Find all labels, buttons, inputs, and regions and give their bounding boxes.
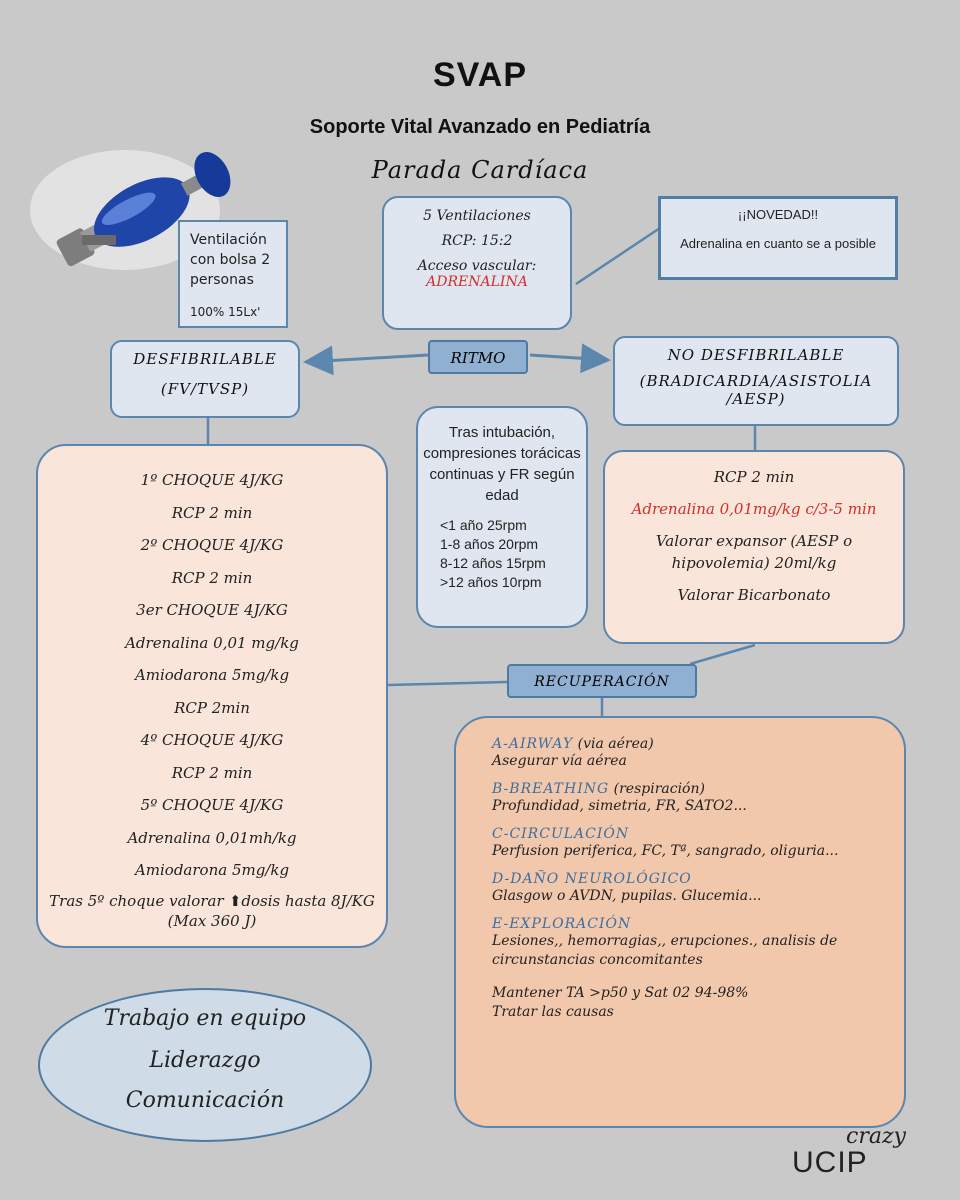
rate-item: >12 años 10rpm (440, 574, 542, 590)
abcde-text: Lesiones,, hemorragias,, erupciones., an… (492, 933, 838, 968)
drug-step: Amiodarona 5mg/kg (134, 666, 290, 684)
shockable-sequence: 1º CHOQUE 4J/KG RCP 2 min 2º CHOQUE 4J/KG R… (36, 444, 388, 948)
bag-valve-mask-icon (30, 150, 231, 270)
abcde-item: A-AIRWAY (via aérea)Asegurar vía aérea (492, 736, 884, 771)
shock-step: 4º CHOQUE 4J/KG (140, 731, 284, 749)
initial-step: Acceso vascular: (417, 258, 537, 274)
drug-step: Amiodarona 5mg/kg (134, 861, 290, 879)
recovery-tag: RECUPERACIÓN (507, 664, 697, 698)
rate-item: 8-12 años 15rpm (440, 555, 546, 571)
maintain-line: Mantener TA >p50 y Sat 02 94-98% (492, 985, 749, 1001)
drug-step: Adrenalina 0,01mh/kg (127, 828, 297, 847)
page-title: SVAP (432, 56, 528, 94)
shock-step: 3er CHOQUE 4J/KG (136, 601, 288, 619)
shock-step: RCP 2min (174, 698, 250, 717)
shockable-subtitle: (FV/TVSP) (160, 380, 250, 398)
initial-steps-box: 5 Ventilaciones RCP: 15:2 Acceso vascula… (382, 196, 572, 330)
brand-name: UCIP (792, 1146, 868, 1179)
shock-step: RCP 2 min (171, 503, 253, 522)
initial-drug: ADRENALINA (426, 274, 528, 290)
novedad-text: Adrenalina en cuanto se a posible (680, 236, 876, 251)
shock-step: 1º CHOQUE 4J/KG (140, 471, 284, 489)
page-subtitle: Soporte Vital Avanzado en Pediatría (309, 116, 651, 138)
shockable-title: DESFIBRILABLE (133, 350, 277, 368)
non-shockable-step: Valorar Bicarbonato (677, 586, 831, 604)
nonshock-to-recovery-connector (689, 643, 756, 666)
team-line: Trabajo en equipo (103, 1006, 307, 1031)
shockseq-to-recovery-connector (387, 680, 508, 687)
oxygen-flow: 100% 15Lx' (190, 305, 261, 319)
brand-script: crazy (846, 1124, 906, 1149)
novedad-title: ¡¡NOVEDAD!! (737, 207, 819, 222)
initial-step: RCP: 15:2 (441, 233, 513, 249)
scenario-heading: Parada Cardíaca (371, 156, 589, 184)
abcde-heading: E-EXPLORACIÓN (492, 916, 632, 932)
shock-step: 5º CHOQUE 4J/KG (140, 796, 284, 814)
abcde-item: B-BREATHING (respiración)Profundidad, si… (492, 781, 884, 816)
intubation-text: Tras intubación, compresiones torácicas … (423, 424, 581, 504)
shock-step: 2º CHOQUE 4J/KG (140, 536, 284, 554)
novedad-note: ¡¡NOVEDAD!! Adrenalina en cuanto se a po… (658, 196, 898, 280)
abcde-heading: D-DAÑO NEUROLÓGICO (492, 871, 692, 887)
abcde-text: Asegurar vía aérea (492, 753, 627, 769)
brand-logo: crazy UCIP (792, 1124, 912, 1180)
ritmo-to-nonshockable-arrow (529, 343, 611, 374)
ventilation-text: Ventilación con bolsa 2 personas (190, 232, 271, 288)
rate-item: 1-8 años 20rpm (440, 536, 539, 552)
drug-step: Adrenalina 0,01 mg/kg (125, 633, 299, 652)
shockable-box: DESFIBRILABLE (FV/TVSP) (110, 340, 300, 418)
abcde-text: Glasgow o AVDN, pupilas. Glucemia... (492, 888, 762, 904)
team-oval: Trabajo en equipo Liderazgo Comunicación (38, 988, 372, 1142)
maintain-line: Tratar las causas (492, 1004, 614, 1020)
non-shockable-box: NO DESFIBRILABLE (BRADICARDIA/ASISTOLIA … (613, 336, 899, 426)
final-note-after: dosis hasta 8J/KG (Max 360 J) (167, 891, 375, 930)
shock-step: RCP 2 min (171, 763, 253, 782)
final-note-before: Tras 5º choque valorar (49, 891, 224, 910)
novedad-connector (575, 226, 661, 286)
ritmo-to-shockable-arrow (303, 345, 429, 376)
team-line: Liderazgo (149, 1048, 261, 1073)
intubation-box: Tras intubación, compresiones torácicas … (416, 406, 588, 628)
abcde-text: Profundidad, simetria, FR, SATO2... (492, 798, 747, 814)
non-shockable-step: RCP 2 min (713, 468, 795, 486)
shockable-final-note: Tras 5º choque valorar ⬆dosis hasta 8J/K… (38, 891, 386, 931)
ventilation-note: Ventilación con bolsa 2 personas 100% 15… (178, 220, 288, 328)
abcde-heading: A-AIRWAY (via aérea) (492, 736, 654, 752)
non-shockable-step: Valorar expansor (AESP o hipovolemia) 20… (655, 532, 853, 572)
abcde-text: Perfusion periferica, FC, Tª, sangrado, … (492, 843, 839, 859)
increase-arrow-icon: ⬆ (223, 891, 242, 910)
rhythm-tag: RITMO (428, 340, 528, 374)
abcde-heading: C-CIRCULACIÓN (492, 826, 630, 842)
team-line: Comunicación (125, 1088, 285, 1113)
shock-step: RCP 2 min (171, 568, 253, 587)
initial-step: 5 Ventilaciones (423, 208, 531, 224)
abcde-heading: B-BREATHING (respiración) (492, 781, 705, 797)
drug-step: Adrenalina 0,01mg/kg c/3-5 min (631, 500, 877, 518)
non-shockable-title: NO DESFIBRILABLE (667, 346, 845, 364)
non-shockable-subtitle: (BRADICARDIA/ASISTOLIA /AESP) (639, 372, 873, 408)
rate-item: <1 año 25rpm (440, 517, 527, 533)
